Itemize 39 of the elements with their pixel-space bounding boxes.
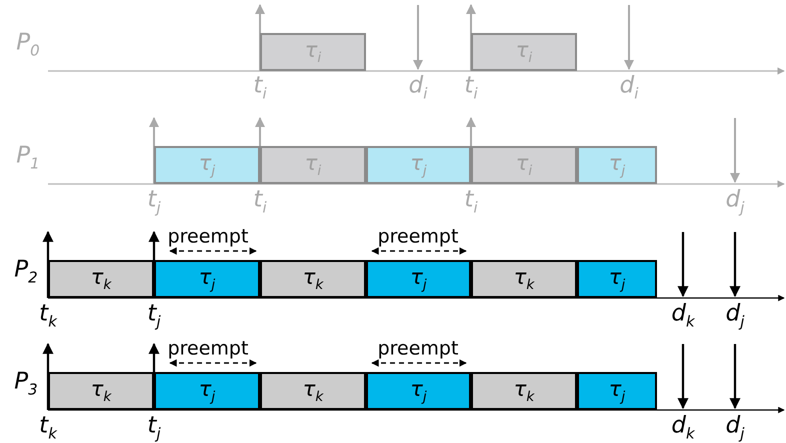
task-block: τ$_{j}$	[577, 260, 657, 298]
deadline-label: d$_{i}$	[408, 74, 428, 102]
release-time-label: t$_{i}$	[253, 74, 267, 102]
deadline-label: d$_{j}$	[726, 188, 744, 216]
task-block: τ$_{j}$	[154, 146, 260, 184]
processor-label: P$_{0}$	[16, 32, 40, 58]
release-time-label: t$_{k}$	[39, 302, 57, 330]
task-block: τ$_{k}$	[471, 372, 577, 410]
task-block: τ$_{k}$	[48, 372, 154, 410]
preempt-label: preempt	[168, 340, 248, 358]
release-time-label: t$_{j}$	[147, 302, 161, 330]
preempt-label: preempt	[378, 228, 458, 246]
deadline-label: d$_{k}$	[671, 414, 695, 442]
task-block: τ$_{k}$	[260, 260, 366, 298]
task-block: τ$_{j}$	[366, 260, 471, 298]
release-time-label: t$_{j}$	[147, 414, 161, 442]
release-time-label: t$_{i}$	[464, 188, 478, 216]
deadline-label: d$_{j}$	[726, 302, 744, 330]
task-block: τ$_{j}$	[366, 372, 471, 410]
deadline-label: d$_{k}$	[671, 302, 695, 330]
deadline-label: d$_{j}$	[726, 414, 744, 442]
processor-label: P$_{1}$	[16, 144, 40, 172]
task-block: τ$_{j}$	[366, 146, 471, 184]
release-time-label: t$_{k}$	[39, 414, 57, 442]
preempt-label: preempt	[168, 228, 248, 246]
task-block: τ$_{j}$	[154, 372, 260, 410]
release-time-label: t$_{j}$	[147, 188, 161, 216]
processor-label: P$_{2}$	[14, 258, 38, 286]
release-time-label: t$_{i}$	[464, 74, 478, 102]
task-block: τ$_{k}$	[48, 260, 154, 298]
processor-label: P$_{3}$	[14, 370, 38, 398]
task-block: τ$_{k}$	[471, 260, 577, 298]
task-block: τ$_{j}$	[577, 372, 657, 410]
deadline-label: d$_{i}$	[620, 74, 638, 102]
task-block: τ$_{j}$	[577, 146, 657, 184]
release-time-label: t$_{i}$	[253, 188, 267, 216]
task-block: τ$_{j}$	[154, 260, 260, 298]
task-block: τ$_{k}$	[260, 372, 366, 410]
preempt-label: preempt	[378, 340, 458, 358]
